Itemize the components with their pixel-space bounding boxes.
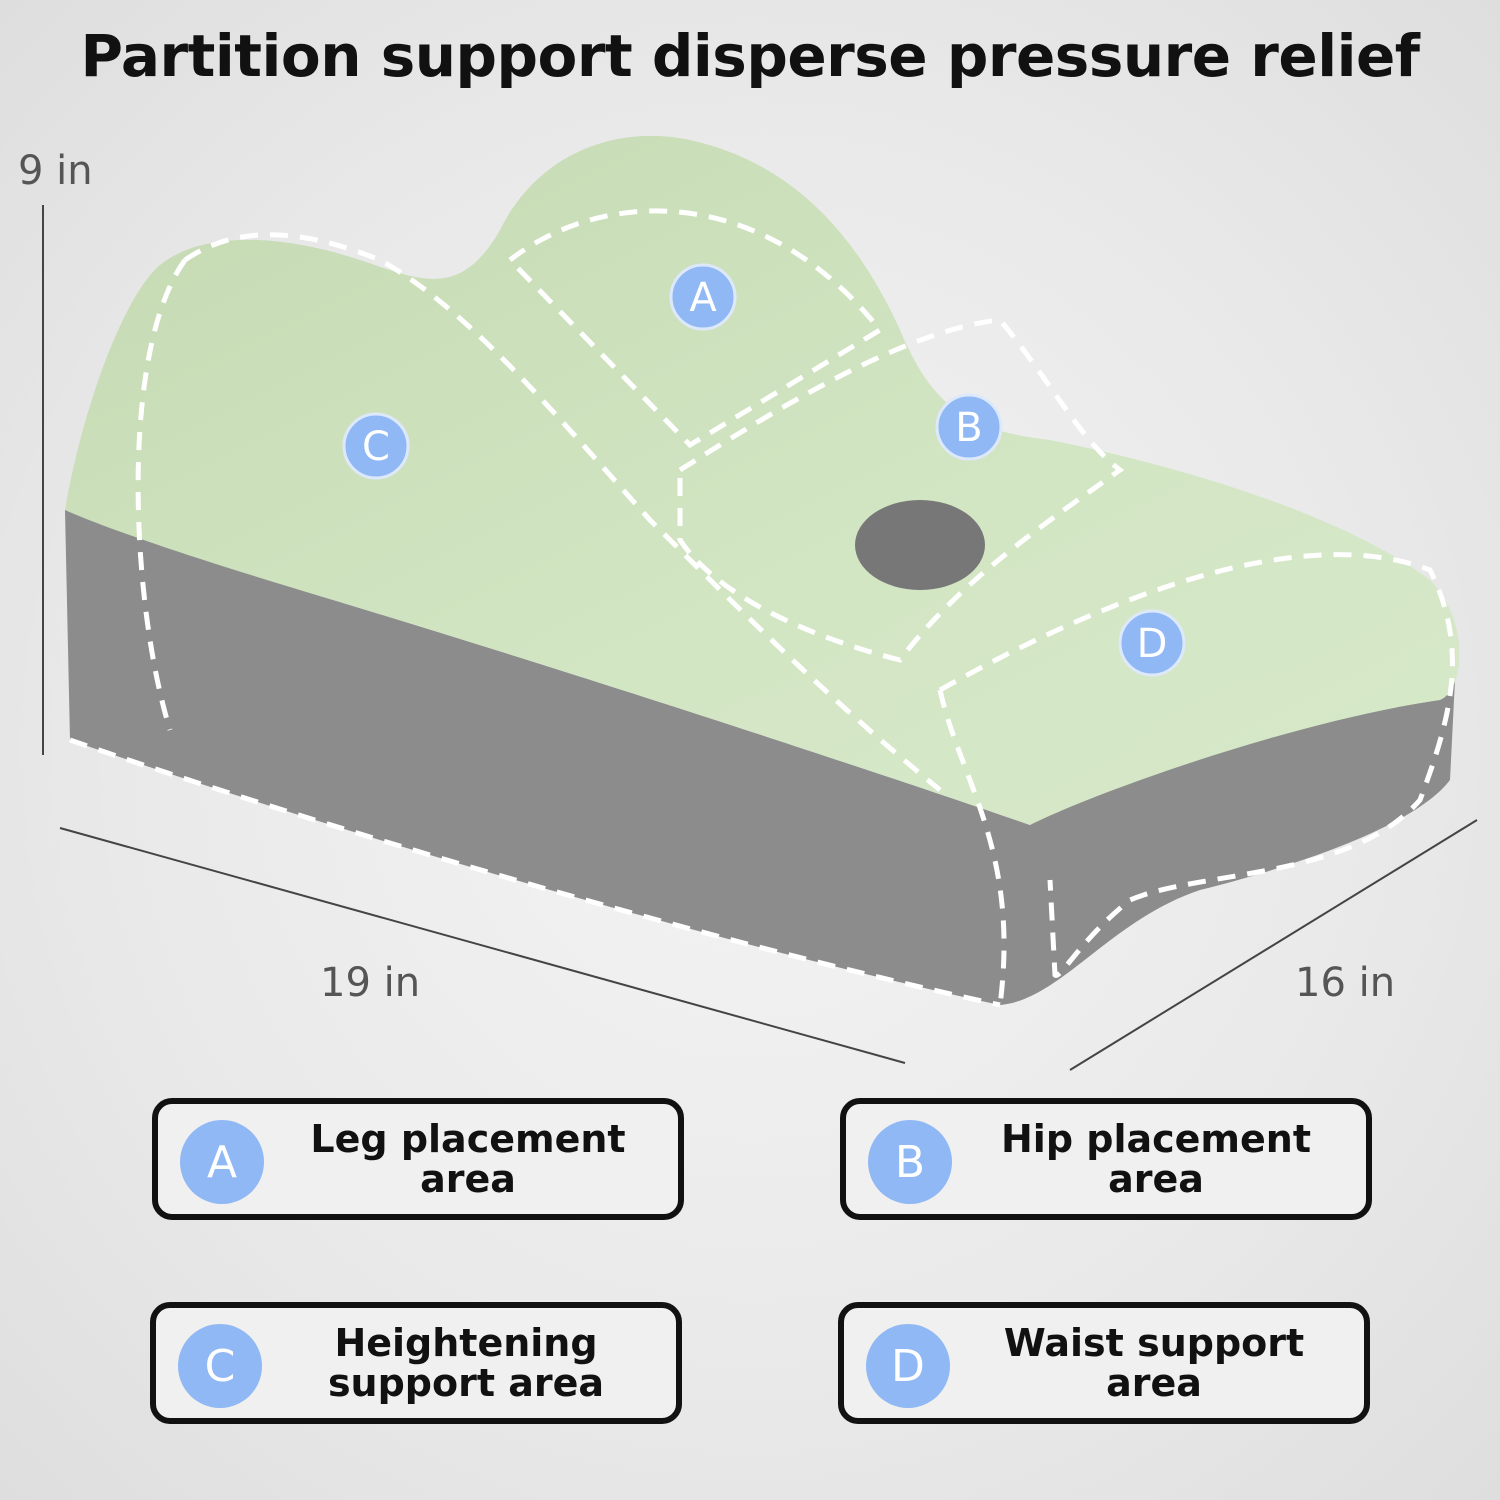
zone-marker-a: A (669, 263, 737, 331)
legend-marker-b: B (868, 1120, 952, 1204)
svg-text:C: C (362, 424, 390, 470)
legend-label-c: Heightening support area (327, 1321, 605, 1405)
zone-marker-c: C (342, 412, 410, 480)
legend-item-c: C Heightening support area (150, 1302, 682, 1424)
cushion-hole (855, 500, 985, 590)
legend-label-b: Hip placement area (1000, 1117, 1311, 1201)
page-title: Partition support disperse pressure reli… (80, 22, 1420, 90)
legend-item-b: B Hip placement area (840, 1098, 1372, 1220)
cushion-top (65, 135, 1460, 825)
legend-marker-d: D (866, 1324, 950, 1408)
svg-text:B: B (955, 405, 982, 451)
legend-label-d: Waist support area (1003, 1321, 1305, 1405)
legend-label-a: Leg placement area (310, 1117, 626, 1201)
length-dimension-label: 19 in (320, 960, 421, 1006)
width-dimension-line (1069, 819, 1478, 1071)
length-dimension-line (59, 827, 906, 1064)
zone-marker-b: B (935, 393, 1003, 461)
cushion-base (65, 510, 1455, 1005)
legend-marker-c: C (178, 1324, 262, 1408)
legend-item-d: D Waist support area (838, 1302, 1370, 1424)
zone-marker-d: D (1118, 609, 1186, 677)
svg-text:A: A (689, 275, 717, 321)
height-dimension-label: 9 in (18, 148, 93, 194)
legend-item-a: A Leg placement area (152, 1098, 684, 1220)
width-dimension-label: 16 in (1295, 960, 1396, 1006)
svg-text:D: D (1137, 621, 1168, 667)
legend-marker-a: A (180, 1120, 264, 1204)
